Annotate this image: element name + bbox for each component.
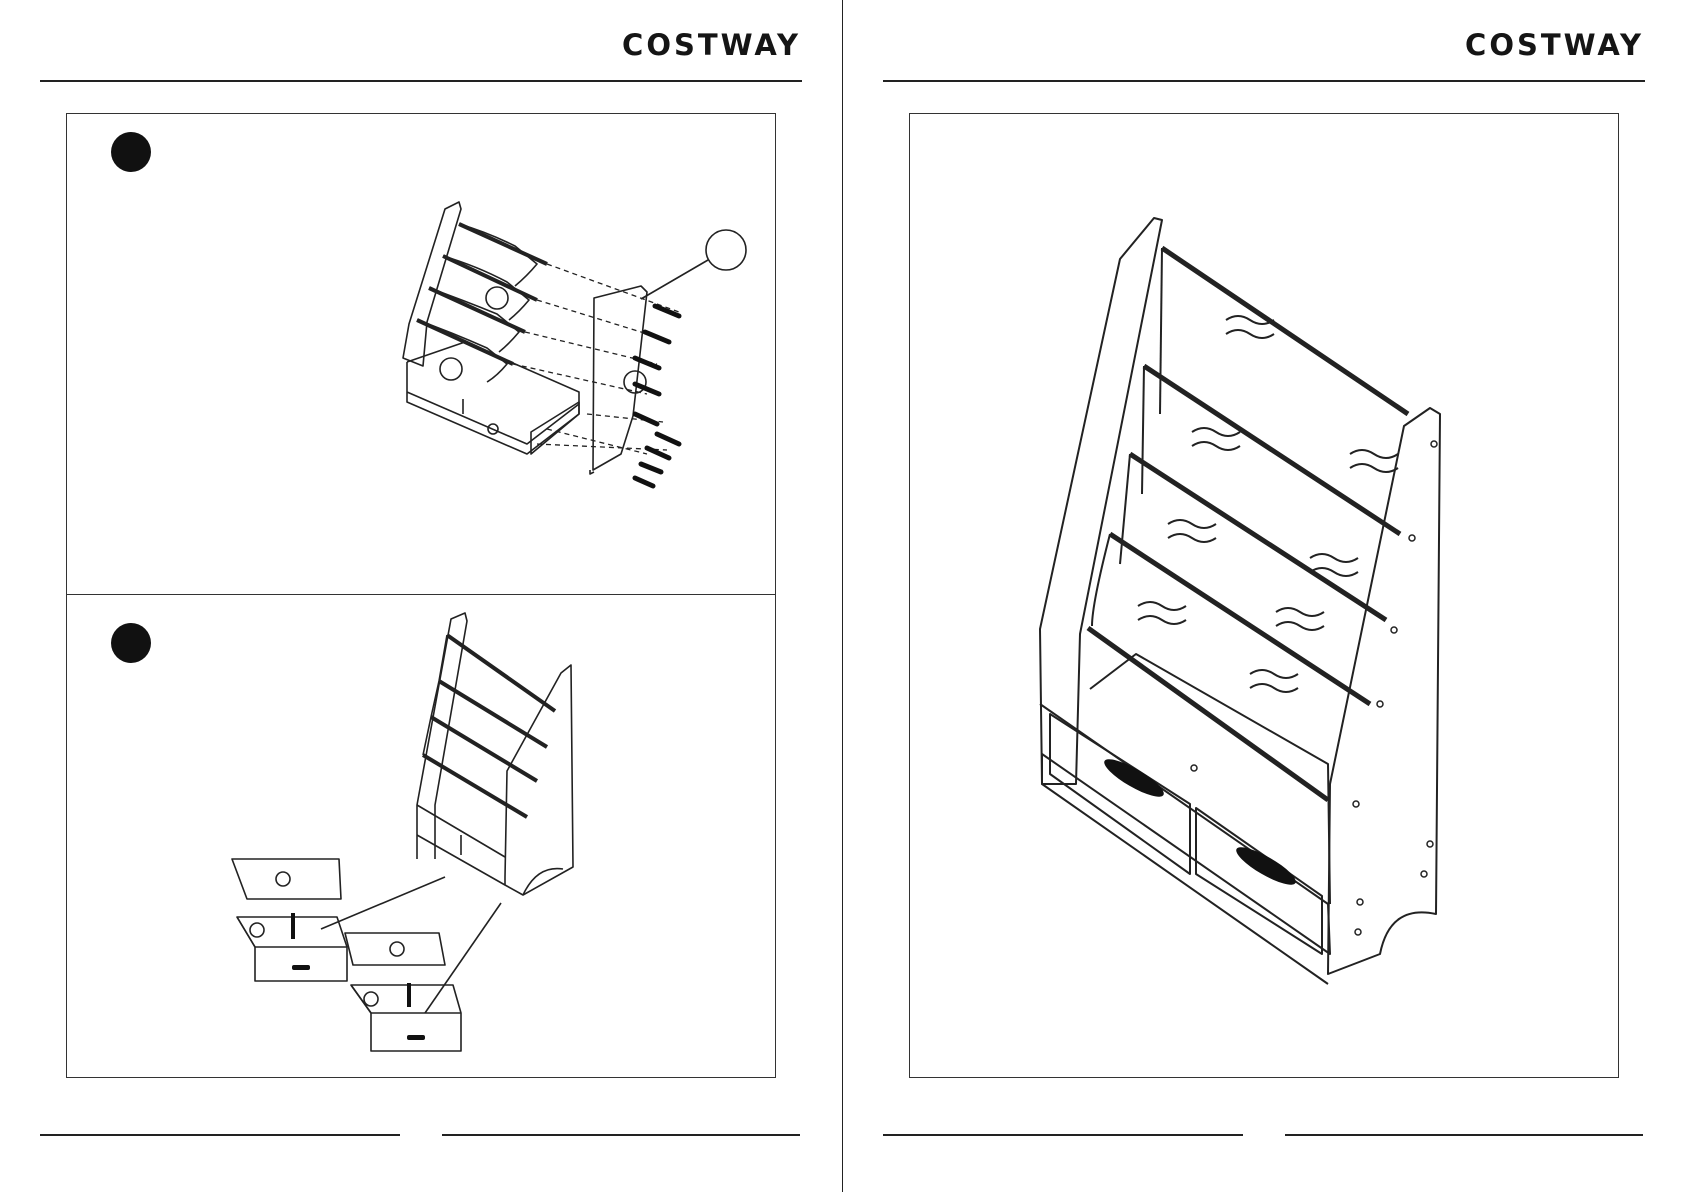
shelf-assembly-diagram <box>67 114 777 597</box>
manual-page-left: COSTWAY <box>0 0 842 1192</box>
header-rule <box>883 80 1645 82</box>
footer-rule-left <box>40 1134 400 1136</box>
footer-rule-left <box>883 1134 1243 1136</box>
footer-rule-right <box>442 1134 800 1136</box>
brand-logo: COSTWAY <box>622 28 801 62</box>
final-product-panel <box>909 113 1619 1078</box>
step-panel-1 <box>66 113 776 596</box>
drawer-insertion-diagram <box>67 595 777 1079</box>
assembled-bookshelf-diagram <box>910 114 1620 1079</box>
brand-logo: COSTWAY <box>1465 28 1644 62</box>
step-panel-2 <box>66 594 776 1078</box>
footer-rule-right <box>1285 1134 1643 1136</box>
header-rule <box>40 80 802 82</box>
manual-page-right: COSTWAY <box>843 0 1685 1192</box>
